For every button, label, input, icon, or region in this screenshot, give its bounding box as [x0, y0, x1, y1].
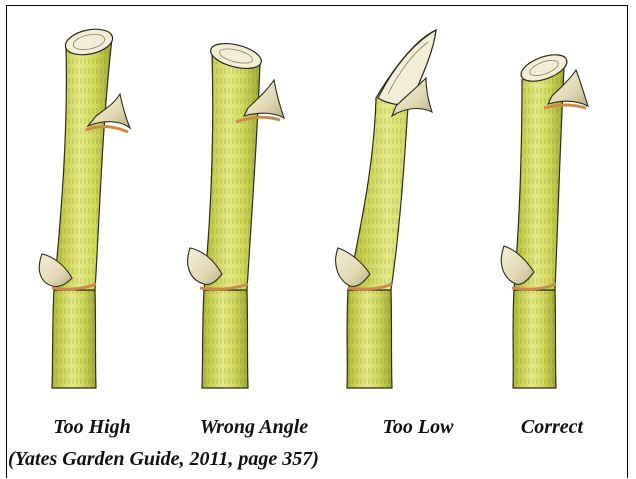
stem-too-low: [336, 30, 436, 388]
stem-correct: [501, 49, 588, 388]
caption-correct: Correct: [521, 416, 583, 439]
pruning-cuts-illustration: [8, 8, 626, 403]
caption-too-high: Too High: [53, 416, 131, 439]
stem-wrong-angle: [188, 39, 284, 388]
stem-too-high: [39, 25, 130, 388]
caption-too-low: Too Low: [383, 416, 454, 439]
caption-wrong-angle: Wrong Angle: [200, 416, 308, 439]
source-citation: (Yates Garden Guide, 2011, page 357): [8, 448, 319, 471]
